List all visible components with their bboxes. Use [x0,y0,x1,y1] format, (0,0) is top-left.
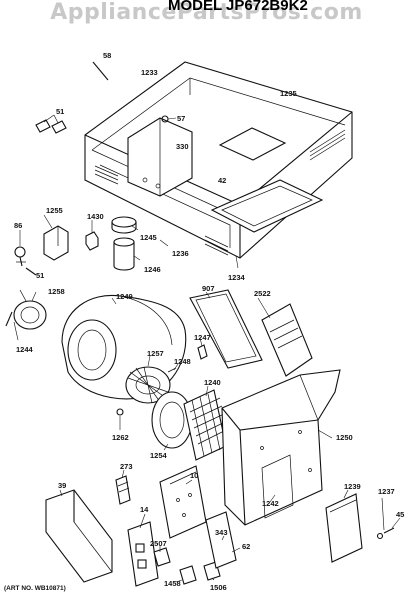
relay-2507 [153,547,171,567]
callout-51-bottom: 51 [36,271,44,280]
callout-10: 10 [190,471,198,480]
panel-39 [45,489,113,583]
callout-2507: 2507 [150,539,167,548]
base-plate [84,61,353,259]
switch-1458 [179,565,197,585]
clip-1247 [197,344,208,360]
relay-board-14 [127,521,159,587]
callout-1236: 1236 [172,249,189,258]
thermostat-86 [14,246,26,267]
callout-1262: 1262 [112,433,129,442]
callout-1242: 1242 [262,499,279,508]
callout-1233: 1233 [141,68,158,77]
capacitor-1245 [111,216,137,234]
filter-907 [189,289,263,369]
callout-1255: 1255 [46,206,63,215]
callout-51-top: 51 [56,107,64,116]
motor-1258 [5,289,47,330]
grille-1240 [183,389,227,461]
callout-343: 343 [215,528,228,537]
callout-58: 58 [103,51,111,60]
callout-86: 86 [14,221,22,230]
callout-1257: 1257 [147,349,164,358]
callout-2522: 2522 [254,289,271,298]
callout-907: 907 [202,284,215,293]
bracket-273 [115,475,131,505]
callout-1245: 1245 [140,233,157,242]
screw-58 [92,61,109,81]
callout-45: 45 [396,510,404,519]
bracket-1255 [43,225,69,261]
leader-lines [13,114,401,583]
callout-1254: 1254 [150,451,168,460]
callout-1258: 1258 [48,287,65,296]
board-10 [159,465,207,539]
callout-273: 273 [120,462,133,471]
callout-1235: 1235 [280,89,297,98]
callout-1458: 1458 [164,579,181,588]
blower-wheel-1257 [125,366,171,404]
nut-1262 [116,408,124,416]
clip-51-pair [35,119,67,134]
callout-1234: 1234 [228,273,246,282]
callout-1250: 1250 [336,433,353,442]
callout-330: 330 [176,142,189,151]
callout-1247: 1247 [194,333,211,342]
clip-1430 [85,231,99,251]
callout-1239: 1239 [344,482,361,491]
callout-1430: 1430 [87,212,104,221]
bracket-2522 [261,303,313,377]
callout-1248: 1248 [174,357,191,366]
callout-1240: 1240 [204,378,221,387]
plate-1239 [325,493,363,563]
callout-14: 14 [140,505,149,514]
callout-1246: 1246 [144,265,161,274]
screw-51 [25,267,37,276]
screw-45 [376,527,395,540]
callout-39: 39 [58,481,66,490]
model-title: MODEL JP672B9K2 [168,0,308,14]
callout-1244: 1244 [16,345,34,354]
callout-1237: 1237 [378,487,395,496]
art-number: (ART NO. WB10871) [4,585,66,592]
watermark-text: AppliancePartsPros.com [50,0,363,25]
duct-1250 [221,369,341,526]
bracket-343 [205,511,237,569]
callout-42: 42 [218,176,226,185]
callout-labels: 58 1233 1235 51 57 330 42 1255 1430 86 1… [14,51,404,592]
ring-1254 [151,391,193,449]
callout-1249: 1249 [116,292,133,301]
capacitor-1246 [113,237,135,271]
callout-62: 62 [242,542,250,551]
callout-1506: 1506 [210,583,227,592]
callout-57: 57 [177,114,185,123]
